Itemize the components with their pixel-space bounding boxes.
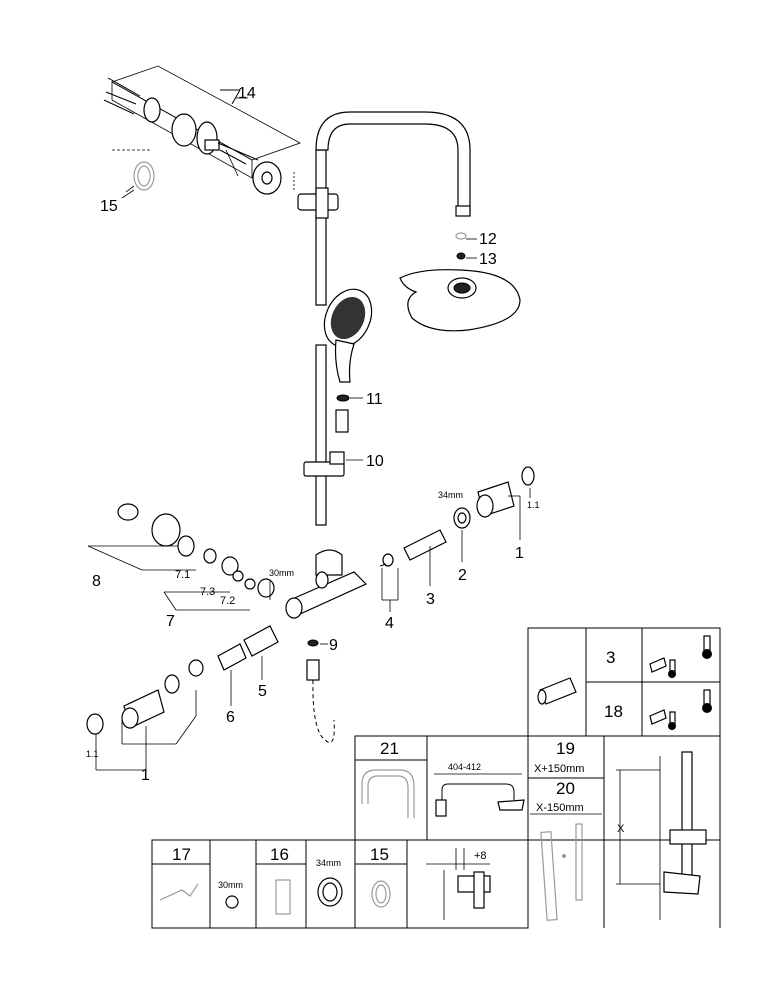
- wall-bracket-assembly: [103, 65, 301, 195]
- callout-1-left: 1: [141, 767, 150, 784]
- callout-15: 15: [100, 198, 118, 215]
- riser-plus-length: X+150mm: [534, 763, 584, 775]
- arm-length-dimension: 404-412: [448, 762, 481, 772]
- wrench-part-number: 17: [172, 845, 191, 864]
- callout-34mm-top: 34mm: [438, 490, 463, 500]
- leader-lines: [87, 97, 531, 771]
- left-handle-parts: [86, 503, 279, 735]
- callout-13: 13: [479, 251, 497, 268]
- callout-4: 4: [385, 615, 394, 632]
- hand-shower: [303, 288, 373, 477]
- thermometer-icon: [649, 635, 712, 678]
- offset-dimension: +8: [474, 850, 487, 862]
- ring-part-number: 15: [370, 845, 389, 864]
- adapter-part-number: 16: [270, 845, 289, 864]
- right-handle-parts: [379, 466, 535, 567]
- cartridge-table: 3 18: [527, 627, 721, 737]
- riser-minus-length: X-150mm: [536, 802, 584, 814]
- cartridge-row2-number: 18: [604, 702, 623, 721]
- cartridge-row1-number: 3: [606, 648, 615, 667]
- shower-column: [297, 111, 471, 526]
- callout-8: 8: [92, 573, 101, 590]
- callout-7-3: 7.3: [200, 586, 215, 598]
- riser-minus-part-number: 20: [556, 779, 575, 798]
- wrench-size: 30mm: [218, 880, 243, 890]
- callout-7-1: 7.1: [175, 569, 190, 581]
- callout-3: 3: [426, 591, 435, 608]
- callout-1-1-left: 1.1: [86, 749, 99, 759]
- callout-1-1-right: 1.1: [527, 500, 540, 510]
- riser-plus-part-number: 19: [556, 739, 575, 758]
- adapter-size: 34mm: [316, 858, 341, 868]
- callout-5: 5: [258, 683, 267, 700]
- wrench-icon: [159, 883, 199, 901]
- arm-part-number: 21: [380, 739, 399, 758]
- callout-7-2: 7.2: [220, 595, 235, 607]
- head-shower: [399, 232, 521, 332]
- callout-30mm-top: 30mm: [269, 568, 294, 578]
- callout-9: 9: [329, 637, 338, 654]
- callout-14: 14: [238, 85, 256, 102]
- callout-7: 7: [166, 613, 175, 630]
- callout-1-right: 1: [515, 545, 524, 562]
- riser-length-x-label: X: [617, 823, 625, 835]
- thermostat-mixer: [285, 549, 368, 743]
- callout-11: 11: [366, 391, 383, 408]
- tools-table: 17 30mm 16 34mm 15 +8: [151, 839, 529, 929]
- callout-2: 2: [458, 567, 467, 584]
- arm-and-riser-table: 21 404-412 19 X+150mm 20 X-150mm X: [354, 735, 721, 928]
- callout-10: 10: [366, 453, 384, 470]
- callout-labels: 14 15 12 13 11 10 1 1.1 34mm 2 3 4 8 7.1…: [86, 85, 540, 784]
- callout-12: 12: [479, 231, 497, 248]
- callout-6: 6: [226, 709, 235, 726]
- thermometer-icon: [649, 689, 712, 730]
